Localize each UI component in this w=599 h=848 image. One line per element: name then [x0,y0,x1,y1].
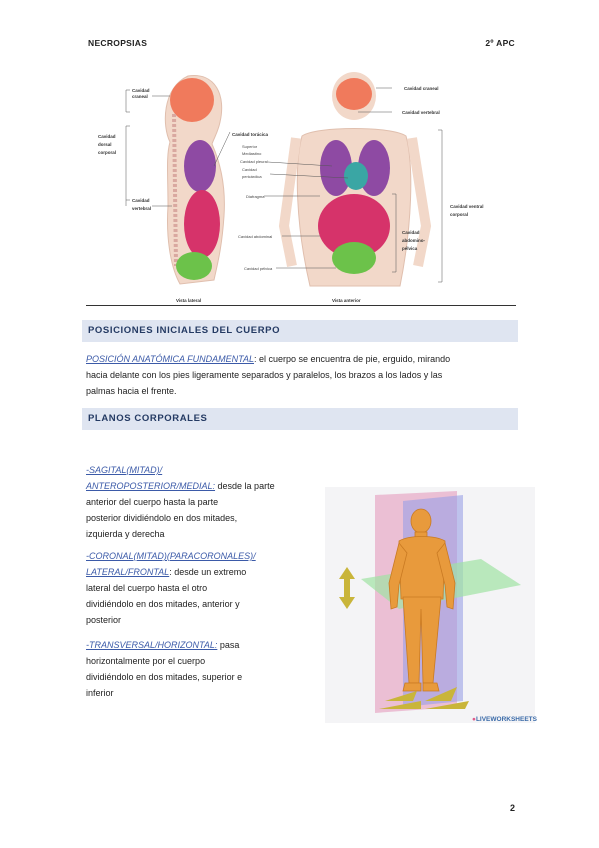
section-title-planos: PLANOS CORPORALES [82,408,518,430]
body-planes-figure [325,487,535,723]
transversal-line-0: horizontalmente por el cuerpo [86,656,206,666]
sagital-term-1[interactable]: -SAGITAL(MITAD)/ [86,465,163,475]
label-abdominopelvica-2: abdomino- [402,238,425,243]
horizontal-arrows-icon [379,687,469,709]
plano-transversal-item: -TRANSVERSAL/HORIZONTAL: pasa horizontal… [86,637,286,701]
label-abdominopelvica-1: Cavidad [402,230,420,235]
plano-sagital-item: -SAGITAL(MITAD)/ ANTEROPOSTERIOR/MEDIAL:… [86,462,286,542]
label-craneal-right: Cavidad craneal [404,86,439,91]
label-craneal-left-1: Cavidad [132,88,150,93]
sagital-term-2[interactable]: ANTEROPOSTERIOR/MEDIAL: [86,481,216,491]
label-pericardica-1: Cavidad [242,167,257,172]
coronal-rest: : desde un extremo [169,567,247,577]
sagital-rest: desde la parte [215,481,275,491]
posicion-anatomica-paragraph: POSICIÓN ANATÓMICA FUNDAMENTAL: el cuerp… [86,351,526,399]
label-pelvica: Cavidad pélvica [244,266,273,271]
figure-divider [86,305,516,306]
transversal-rest: pasa [217,640,240,650]
coronal-term-2[interactable]: LATERAL/FRONTAL [86,567,170,577]
transversal-line-2: inferior [86,688,114,698]
liveworksheets-watermark: ●LIVEWORKSHEETS [472,716,537,723]
caption-anterior: Vista anterior [332,298,361,303]
header-right-title: 2º APC [485,38,515,48]
human-figure [388,508,456,692]
label-dorsal-2: dorsal [98,142,112,147]
label-ventral-2: corporal [450,212,468,217]
sagital-line-2: izquierda y derecha [86,529,165,539]
coronal-line-0: lateral del cuerpo hasta el otro [86,583,208,593]
anterior-view-body [278,72,432,287]
coronal-term-1[interactable]: -CORONAL(MITAD)(PARACORONALES)/ [86,551,256,561]
transversal-line-1: dividiéndolo en dos mitades, superior e [86,672,243,682]
label-mediastino: Mediastino [242,151,262,156]
label-pleural: Cavidad pleural [240,159,268,164]
lateral-view-body [164,75,225,285]
label-pericardica-2: pericárdica [242,174,262,179]
vertical-arrow-icon [339,567,355,609]
label-dorsal-1: Cavidad [98,134,116,139]
label-abdominal: Cavidad abdominal [238,234,272,239]
label-vertebral-right: Cavidad vertebral [402,110,440,115]
label-dorsal-3: corporal [98,150,116,155]
label-vertebral-left-1: Cavidad [132,198,150,203]
label-craneal-left-2: craneal [132,94,148,99]
sagital-line-0: anterior del cuerpo hasta la parte [86,497,219,507]
transversal-term[interactable]: -TRANSVERSAL/HORIZONTAL: [86,640,218,650]
section-title-posiciones: POSICIONES INICIALES DEL CUERPO [82,320,518,342]
label-superior: Superior [242,144,258,149]
header-left-title: NECROPSIAS [88,38,148,48]
label-vertebral-left-2: vertebral [132,206,151,211]
sagital-line-1: posterior dividiéndolo en dos mitades, [86,513,238,523]
label-diafragma: Diafragma [246,194,265,199]
label-toracica: Cavidad torácica [232,132,269,137]
posicion-line-2: palmas hacia el frente. [86,386,177,396]
coronal-line-2: posterior [86,615,122,625]
posicion-line-1: hacia delante con los pies ligeramente s… [86,370,443,380]
page-number: 2 [510,803,516,813]
caption-lateral: Vista lateral [176,298,201,303]
posicion-line-0: : el cuerpo se encuentra de pie, erguido… [254,354,451,364]
label-abdominopelvica-3: pélvica [402,246,418,251]
body-cavities-figure: Cavidad craneal Cavidad dorsal corporal … [98,72,484,303]
posicion-anatomica-term[interactable]: POSICIÓN ANATÓMICA FUNDAMENTAL [86,354,255,364]
label-ventral-1: Cavidad ventral [450,204,484,209]
coronal-line-1: dividiéndolo en dos mitades, anterior y [86,599,240,609]
plano-coronal-item: -CORONAL(MITAD)(PARACORONALES)/ LATERAL/… [86,548,286,628]
